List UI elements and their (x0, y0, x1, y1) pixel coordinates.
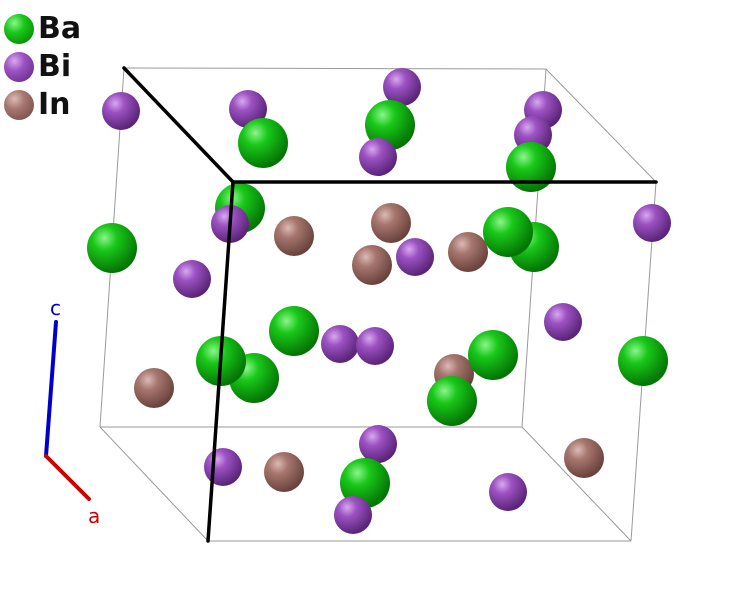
atom-in (274, 216, 314, 256)
atom-ba (238, 118, 288, 168)
atom-bi (359, 138, 397, 176)
atom-in (352, 245, 392, 285)
legend-item-ba: Ba (4, 10, 81, 48)
c-axis-line (44, 320, 58, 458)
legend-label-in: In (38, 87, 71, 122)
cell-edge (123, 67, 547, 70)
legend-item-bi: Bi (4, 48, 81, 86)
atom-ba (365, 100, 415, 150)
atom-ba (506, 142, 556, 192)
bold-edge (206, 180, 235, 543)
atom-bi (356, 327, 394, 365)
atoms-layer (87, 68, 671, 534)
c-axis-label: c (50, 296, 61, 320)
atom-bi (544, 303, 582, 341)
axis-indicator (44, 320, 91, 501)
atom-bi (396, 238, 434, 276)
atom-bi (321, 325, 359, 363)
atom-bi (383, 68, 421, 106)
legend-label-ba: Ba (38, 11, 82, 46)
atom-ba (87, 223, 137, 273)
atom-ba (340, 458, 390, 508)
atom-ba (427, 376, 477, 426)
atom-bi (204, 448, 242, 486)
cell-edge (99, 426, 209, 542)
bi-swatch-icon (4, 52, 34, 82)
atom-ba (483, 207, 533, 257)
atom-bi (359, 425, 397, 463)
cell-edge (545, 68, 657, 183)
atom-bi (229, 90, 267, 128)
cell-edge (521, 426, 632, 542)
atom-bi (633, 204, 671, 242)
bold-edge (122, 66, 235, 184)
atom-in (134, 368, 174, 408)
atom-ba (618, 336, 668, 386)
atom-in (264, 452, 304, 492)
atom-in (564, 438, 604, 478)
atom-bi (334, 496, 372, 534)
ba-swatch-icon (4, 14, 34, 44)
atom-in (371, 203, 411, 243)
atom-in (448, 232, 488, 272)
in-swatch-icon (4, 90, 34, 120)
a-axis-label: a (88, 504, 101, 528)
element-legend: Ba Bi In (4, 10, 81, 124)
atom-bi (102, 92, 140, 130)
legend-label-bi: Bi (38, 49, 72, 84)
atom-ba (269, 306, 319, 356)
a-axis-line (44, 454, 91, 501)
atom-bi (489, 473, 527, 511)
legend-item-in: In (4, 86, 81, 124)
atom-bi (173, 260, 211, 298)
highlighted-edges (122, 66, 658, 543)
atom-ba (468, 330, 518, 380)
